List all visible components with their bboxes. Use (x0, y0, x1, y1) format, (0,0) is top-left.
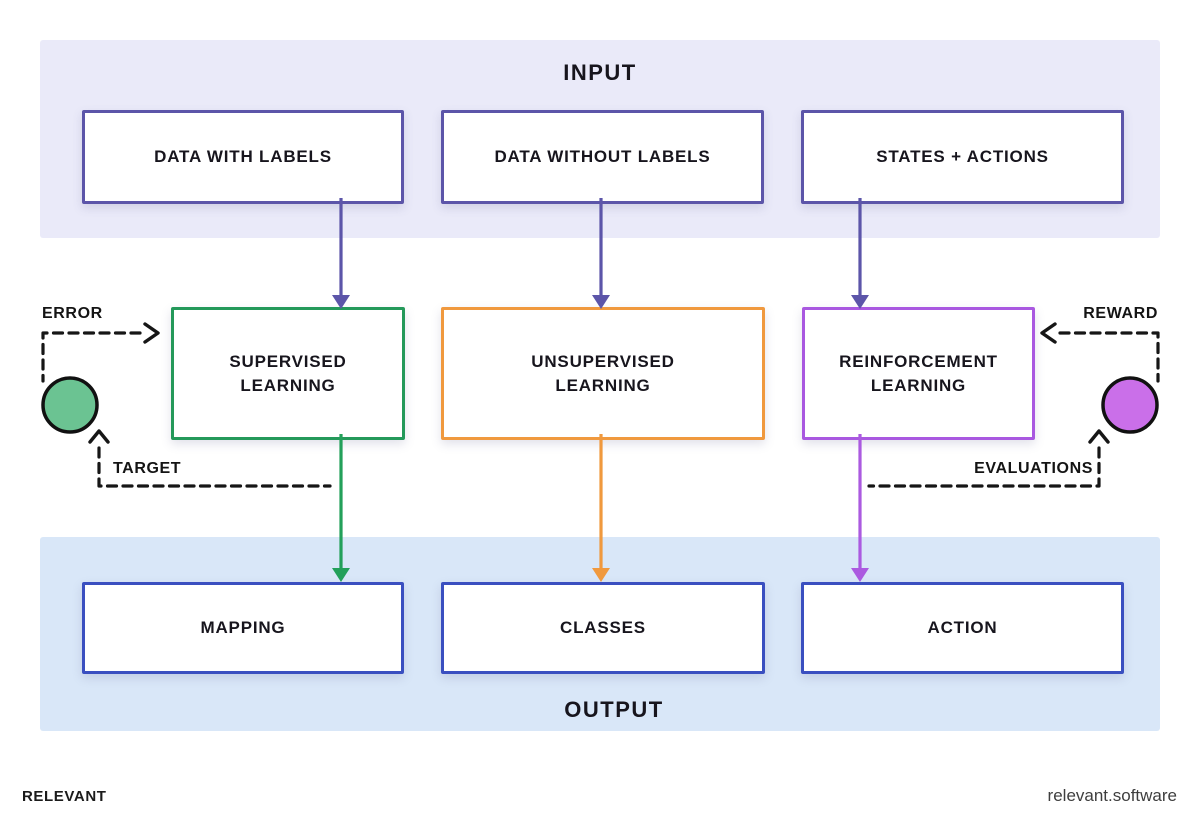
process-box-unsupervised-learning: UNSUPERVISED LEARNING (441, 307, 765, 440)
input-box-data-without-labels: DATA WITHOUT LABELS (441, 110, 764, 204)
input-section-title: INPUT (563, 60, 637, 85)
process-box-label: REINFORCEMENT LEARNING (839, 351, 998, 395)
evaluations-arrowhead-icon (1088, 429, 1110, 444)
output-box-label: MAPPING (200, 618, 286, 637)
target-arrowhead-icon (88, 429, 110, 444)
input-box-label: DATA WITH LABELS (154, 147, 332, 166)
process-box-reinforcement-learning: REINFORCEMENT LEARNING (802, 307, 1035, 440)
output-box-label: ACTION (927, 618, 998, 637)
input-box-label: DATA WITHOUT LABELS (494, 147, 711, 166)
error-label: ERROR (42, 305, 103, 322)
process-box-label: UNSUPERVISED LEARNING (531, 351, 675, 395)
error-arrowhead-icon (143, 322, 160, 344)
output-box-label: CLASSES (560, 618, 646, 637)
process-box-label: SUPERVISED LEARNING (229, 351, 347, 395)
input-box-label: STATES + ACTIONS (876, 147, 1049, 166)
left-feedback-node (41, 376, 99, 434)
brand-logo: RELEVANT (22, 788, 107, 805)
reward-label: REWARD (1083, 305, 1158, 322)
website-link: relevant.software (1047, 786, 1177, 805)
evaluations-label: EVALUATIONS (974, 460, 1093, 477)
input-box-states-actions: STATES + ACTIONS (801, 110, 1124, 204)
output-box-action: ACTION (801, 582, 1124, 674)
reward-dashed-line (1058, 331, 1160, 383)
output-box-mapping: MAPPING (82, 582, 404, 674)
error-dashed-line (41, 331, 142, 383)
right-feedback-node (1101, 376, 1159, 434)
process-box-supervised-learning: SUPERVISED LEARNING (171, 307, 405, 440)
output-box-classes: CLASSES (441, 582, 765, 674)
output-section-title: OUTPUT (564, 697, 664, 722)
target-label: TARGET (113, 460, 182, 477)
reward-arrowhead-icon (1040, 322, 1057, 344)
input-box-data-with-labels: DATA WITH LABELS (82, 110, 404, 204)
